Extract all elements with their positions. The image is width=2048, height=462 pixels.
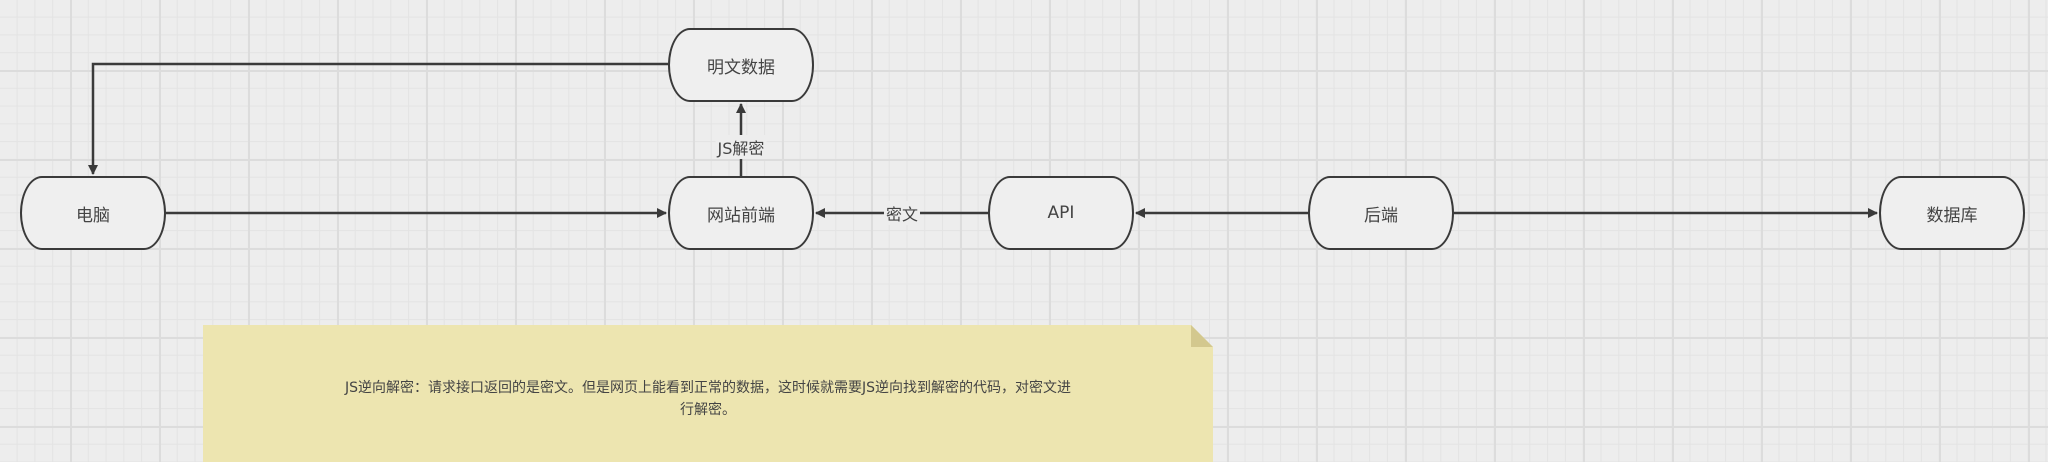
node-label: 数据库 (1926, 205, 1978, 226)
note-text: JS逆向解密：请求接口返回的是密文。但是网页上能看到正常的数据，这时候就需要JS… (203, 377, 1213, 421)
node-database[interactable]: 数据库 (1879, 176, 2025, 250)
node-label: API (1047, 203, 1075, 223)
node-label: 网站前端 (707, 205, 775, 226)
edge-plaintext-to-computer (88, 62, 668, 175)
node-computer[interactable]: 电脑 (20, 176, 166, 250)
node-label: 明文数据 (707, 57, 775, 78)
node-plaintext[interactable]: 明文数据 (668, 28, 814, 102)
node-label: 后端 (1364, 205, 1398, 226)
note-line-2: 行解密。 (680, 402, 736, 418)
node-backend[interactable]: 后端 (1308, 176, 1454, 250)
edge-label-ciphertext: 密文 (883, 201, 921, 225)
node-frontend[interactable]: 网站前端 (668, 176, 814, 250)
note-line-1: JS逆向解密：请求接口返回的是密文。但是网页上能看到正常的数据，这时候就需要JS… (344, 380, 1072, 396)
edge-label-js-decrypt: JS解密 (715, 135, 767, 159)
node-label: 电脑 (76, 205, 110, 226)
note-shape[interactable] (203, 325, 1213, 462)
node-api[interactable]: API (988, 176, 1134, 250)
